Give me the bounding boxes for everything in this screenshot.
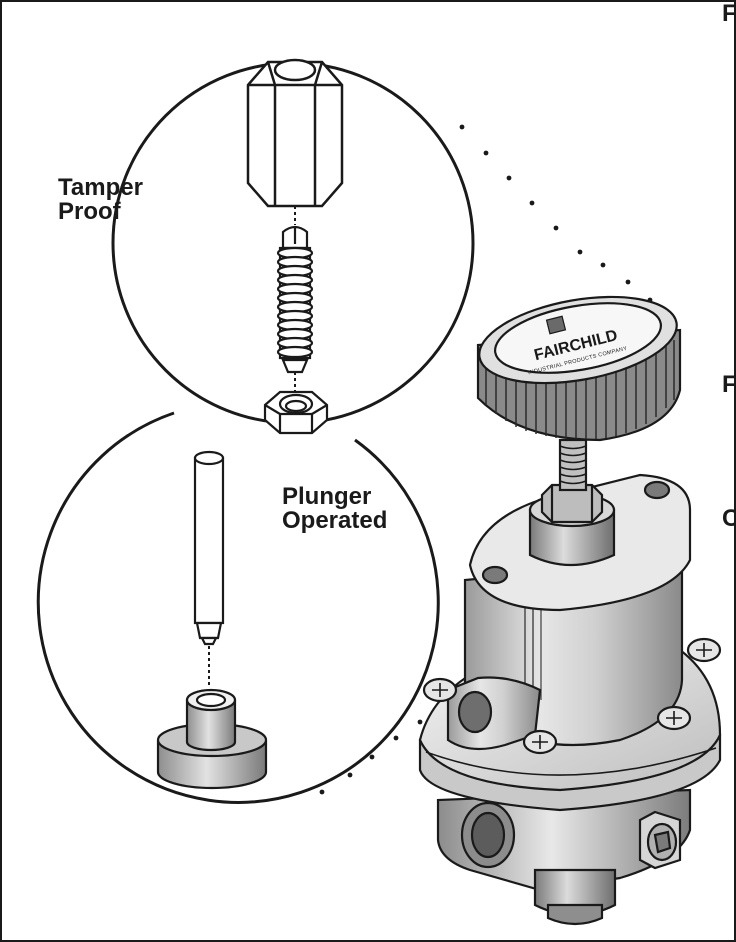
right-edge-letter-top: F xyxy=(722,0,736,27)
right-edge-letter-middle: F xyxy=(722,371,736,398)
hex-cap-icon xyxy=(246,58,344,208)
tamper-proof-label: Tamper Proof xyxy=(58,176,143,224)
plunger-base-icon xyxy=(156,688,268,790)
tamper-proof-label-line1: Tamper xyxy=(58,174,143,201)
right-edge-letter-lower: C xyxy=(722,505,736,532)
plunger-pin-icon xyxy=(193,450,225,646)
plunger-operated-label: Plunger Operated xyxy=(282,485,387,533)
plunger-operated-label-line1: Plunger xyxy=(282,483,372,510)
plunger-operated-detail-circle xyxy=(36,411,440,804)
threaded-stem-icon xyxy=(276,225,314,374)
hex-nut-icon xyxy=(263,390,329,435)
tamper-proof-leader-dots xyxy=(459,124,653,303)
tamper-proof-label-line2: Proof xyxy=(58,198,121,225)
plunger-operated-label-line2: Operated xyxy=(282,507,388,534)
pressure-regulator-icon xyxy=(418,295,722,926)
